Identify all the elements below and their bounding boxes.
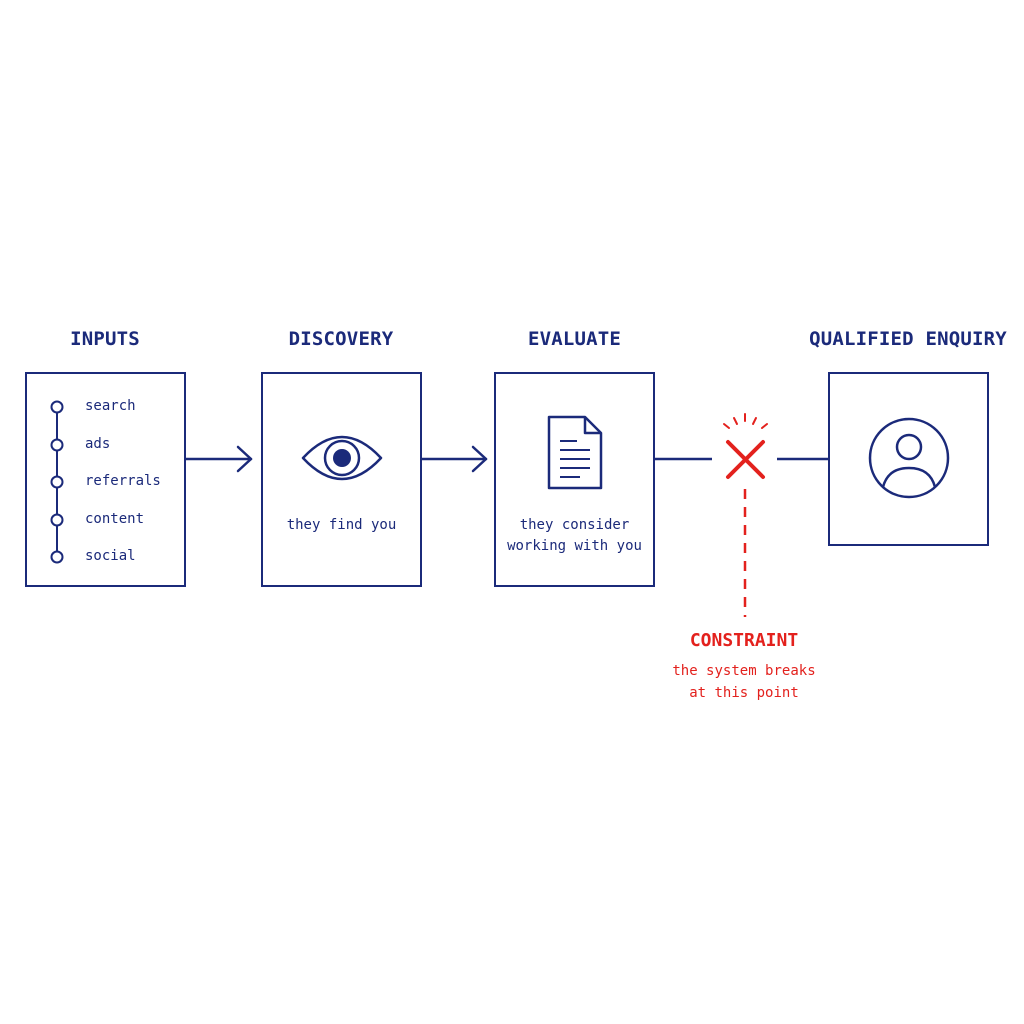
arrow-inputs-to-discovery xyxy=(184,445,253,473)
input-item-ads: ads xyxy=(85,436,111,452)
input-item-content: content xyxy=(85,511,145,527)
inputs-title: INPUTS xyxy=(70,328,140,350)
evaluate-box xyxy=(494,372,655,587)
discovery-caption: they find you xyxy=(286,517,397,533)
timeline-node-icon xyxy=(50,475,64,489)
input-item-social: social xyxy=(85,548,136,564)
input-item-referrals: referrals xyxy=(85,473,161,489)
document-icon xyxy=(547,415,603,490)
inputs-timeline xyxy=(50,400,64,564)
timeline-node-icon xyxy=(50,400,64,414)
eye-icon xyxy=(301,435,383,481)
constraint-title: CONSTRAINT xyxy=(689,630,799,651)
evaluate-caption-line-1: they consider xyxy=(519,517,630,533)
timeline-node-icon xyxy=(50,513,64,527)
arrow-discovery-to-evaluate xyxy=(420,445,488,473)
timeline-node-icon xyxy=(50,550,64,564)
evaluate-caption-line-2: working with you xyxy=(507,538,642,554)
constraint-text-line-1: the system breaks xyxy=(672,663,816,679)
evaluate-title: EVALUATE xyxy=(527,328,622,350)
timeline-node-icon xyxy=(50,438,64,452)
qualified-enquiry-title: QUALIFIED ENQUIRY xyxy=(809,328,1007,350)
input-item-search: search xyxy=(85,398,136,414)
user-avatar-icon xyxy=(868,417,950,499)
constraint-text-line-2: at this point xyxy=(689,685,799,701)
discovery-title: DISCOVERY xyxy=(288,328,394,350)
x-break-icon xyxy=(723,413,768,479)
